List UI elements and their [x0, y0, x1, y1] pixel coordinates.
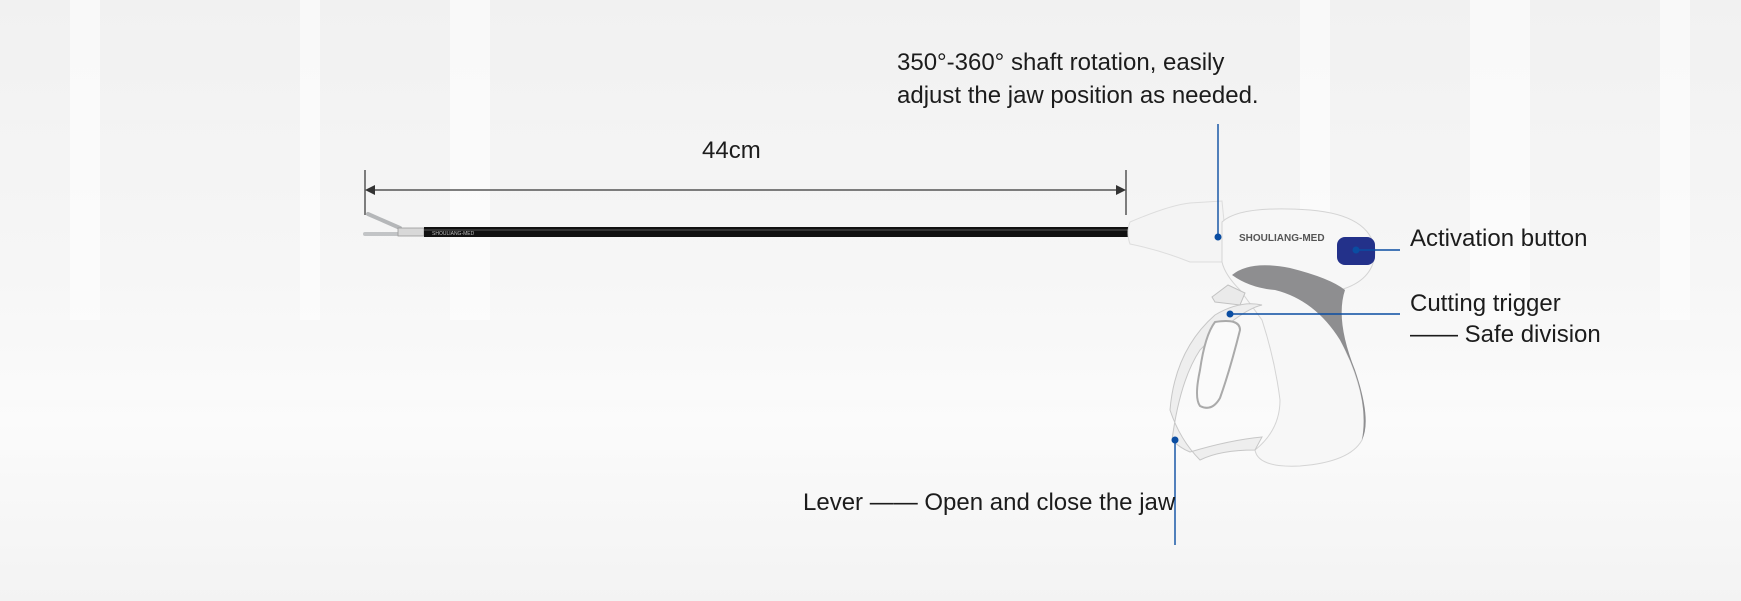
dimension-label: 44cm	[702, 137, 761, 164]
brand-label: SHOULIANG-MED	[1239, 233, 1325, 244]
background-pillar	[1470, 0, 1530, 320]
background-pillar	[300, 0, 320, 320]
activation-callout: Activation button	[1410, 225, 1588, 252]
cutting-callout-line2: —— Safe division	[1410, 321, 1601, 348]
callout-lines	[1171, 124, 1400, 545]
background-pillar	[70, 0, 100, 320]
lever-callout: Lever —— Open and close the jaw	[803, 489, 1176, 516]
cutting-callout-line1: Cutting trigger	[1410, 290, 1561, 317]
dimension-arrow	[364, 170, 1127, 215]
rotation-callout-line2: adjust the jaw position as needed.	[897, 82, 1259, 109]
svg-text:SHOULIANG-MED: SHOULIANG-MED	[432, 231, 475, 237]
cutting-trigger	[1211, 284, 1246, 306]
jaw	[363, 212, 425, 237]
background-pillar	[450, 0, 490, 320]
background-pillar	[1660, 0, 1690, 320]
grip-panel	[1232, 265, 1366, 440]
lever	[1169, 303, 1263, 461]
shaft	[424, 227, 1134, 237]
rotation-callout-line1: 350°-360° shaft rotation, easily	[897, 49, 1225, 76]
rotation-knob	[1127, 200, 1229, 263]
